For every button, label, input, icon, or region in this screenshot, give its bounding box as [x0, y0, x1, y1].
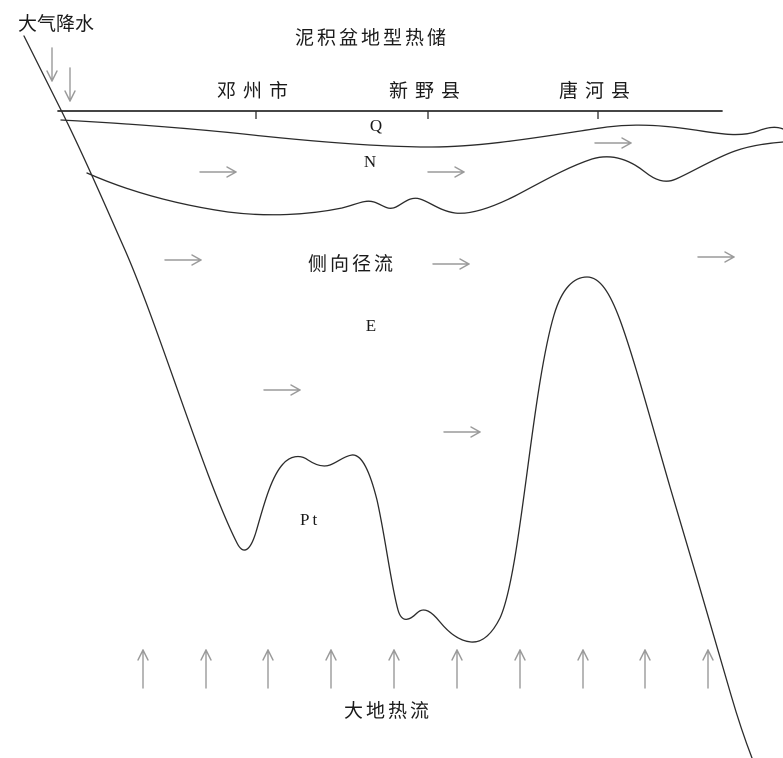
precipitation-label: 大气降水	[18, 13, 94, 35]
right-arrow-icon	[697, 251, 735, 263]
up-arrow-icon	[262, 649, 274, 689]
up-arrow-icon	[325, 649, 337, 689]
up-arrow-icon	[577, 649, 589, 689]
lateral-flow-label: 侧向径流	[308, 253, 396, 275]
stratum-label-e: E	[366, 316, 376, 335]
city-label-tanghe: 唐河县	[559, 80, 637, 102]
right-arrow-icon	[263, 384, 301, 396]
stratum-label-n: N	[364, 152, 376, 171]
up-arrow-icon	[451, 649, 463, 689]
right-arrow-icon	[594, 137, 632, 149]
up-arrow-icon	[137, 649, 149, 689]
heat-flow-label: 大地热流	[344, 700, 432, 722]
right-arrow-icon	[443, 426, 481, 438]
right-arrow-icon	[164, 254, 202, 266]
basement-pt-surface	[23, 35, 753, 758]
down-arrow-icon	[64, 67, 76, 102]
down-arrow-icon	[46, 47, 58, 82]
stratum-label-q: Q	[370, 116, 382, 135]
boundary-q-n	[60, 119, 783, 148]
up-arrow-icon	[514, 649, 526, 689]
stratum-label-pt: Pt	[300, 510, 320, 529]
city-label-xinye: 新野县	[389, 80, 467, 102]
right-arrow-icon	[427, 166, 465, 178]
up-arrow-icon	[702, 649, 714, 689]
diagram-title: 泥积盆地型热储	[295, 27, 449, 49]
boundary-n-e	[86, 141, 783, 216]
up-arrow-icon	[639, 649, 651, 689]
city-label-dengzhou: 邓州市	[217, 80, 295, 102]
right-arrow-icon	[199, 166, 237, 178]
up-arrow-icon	[388, 649, 400, 689]
up-arrow-icon	[200, 649, 212, 689]
right-arrow-icon	[432, 258, 470, 270]
